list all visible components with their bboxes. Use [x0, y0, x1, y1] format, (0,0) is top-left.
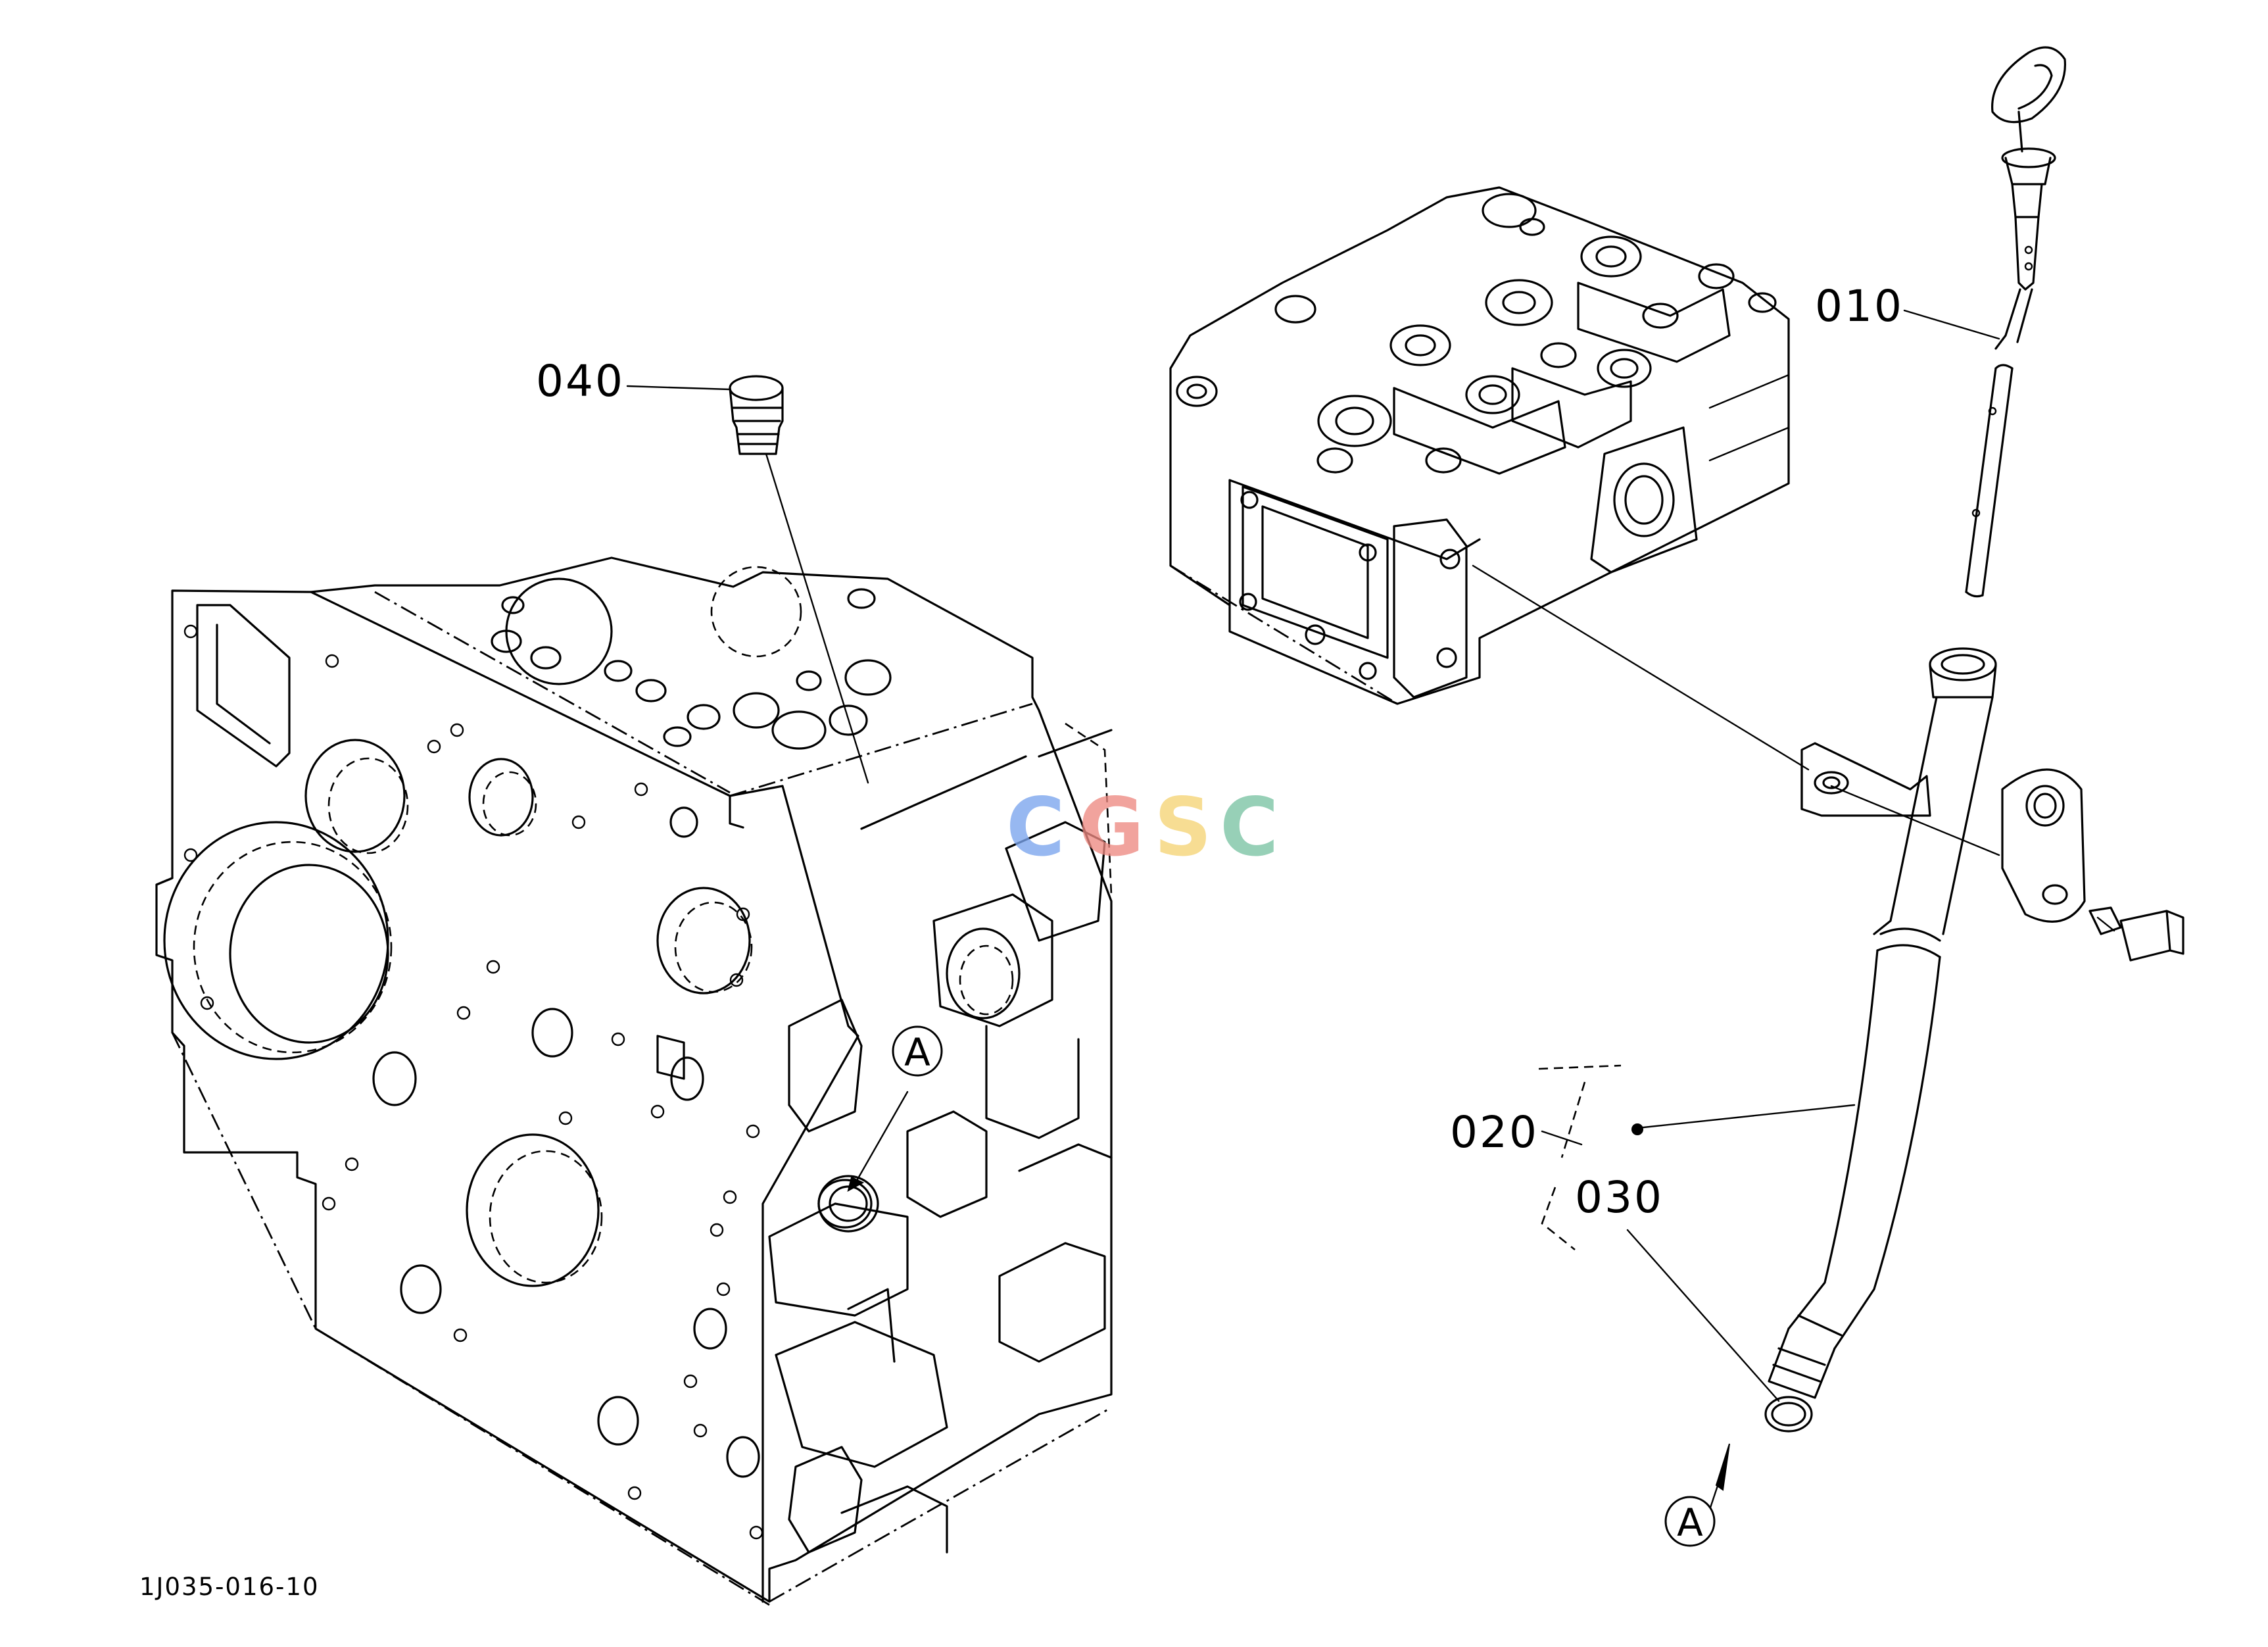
watermark-letter-c1: C	[1006, 781, 1065, 874]
part-label-020: 020	[1450, 1107, 1539, 1158]
cylinder-head	[1169, 186, 1790, 705]
tube-bracket	[1800, 742, 1931, 817]
callout-a-upper: A	[904, 1030, 930, 1075]
dipstick	[1965, 46, 2067, 598]
watermark-letter-s: S	[1154, 781, 1212, 874]
callout-a-lower: A	[1677, 1500, 1703, 1545]
watermark-letter-g: G	[1078, 781, 1144, 874]
bolt	[2088, 906, 2184, 962]
callout-a-lower-circle	[1664, 1496, 1716, 1547]
part-label-030: 030	[1575, 1172, 1664, 1223]
engine-block	[155, 556, 1113, 1606]
part-label-040: 040	[536, 356, 625, 406]
watermark-logo: C G S C	[1006, 781, 1279, 874]
callout-a-upper-circle	[892, 1025, 943, 1077]
figure-code: 1J035-016-10	[139, 1573, 319, 1601]
plug	[729, 375, 784, 455]
leader-lines	[626, 309, 2000, 1521]
guide-tube	[1764, 647, 1997, 1433]
part-label-010: 010	[1815, 281, 1904, 332]
clamp-plate	[2001, 768, 2086, 923]
watermark-letter-c2: C	[1220, 781, 1279, 874]
